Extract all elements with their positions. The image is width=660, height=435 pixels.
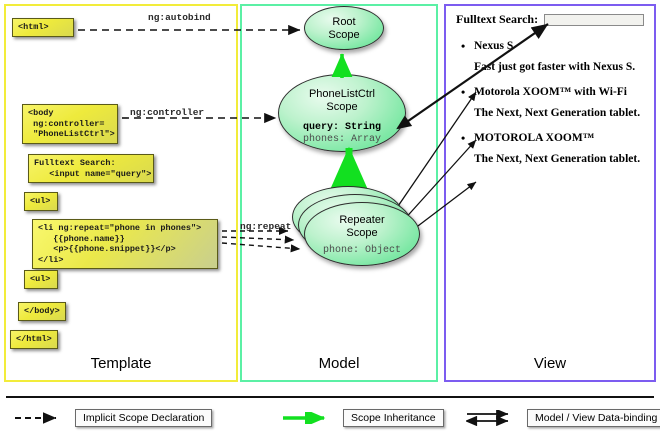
list-item-snippet: The Next, Next Generation tablet.	[474, 107, 641, 119]
phonelistctrl-scope-title-line1: PhoneListCtrl	[308, 88, 376, 100]
repeater-scope-title-line1: Repeater	[339, 214, 385, 226]
html-close-box: </html>	[10, 330, 58, 349]
repeater-scope-prop-phone: phone: Object	[322, 245, 401, 256]
list-item: Nexus S	[452, 39, 648, 54]
view-search-row: Fulltext Search:	[452, 12, 648, 27]
legend-green-arrow-icon	[283, 412, 326, 424]
phonelistctrl-scope-prop-query: query: String	[302, 122, 381, 133]
ng-autobind-label: ng:autobind	[148, 12, 211, 23]
ng-repeat-label: ng:repeat	[240, 221, 292, 232]
legend-scope-inheritance-label: Scope Inheritance	[343, 409, 444, 427]
body-close-box: </body>	[18, 302, 66, 321]
html-open-box: <html>	[12, 18, 74, 37]
panel-label-view: View	[533, 355, 567, 372]
legend-dashed-arrow-icon	[15, 412, 57, 424]
repeater-scope: Repeater Scope phone: Object	[304, 202, 420, 266]
legend-scope-inheritance: Scope Inheritance	[282, 409, 444, 427]
phone-list: Nexus S Fast just got faster with Nexus …	[452, 39, 648, 165]
body-controller-box: <body ng:controller= "PhoneListCtrl">	[22, 104, 118, 144]
search-input[interactable]	[544, 13, 645, 26]
ul-open-box: <ul>	[24, 192, 58, 211]
panel-label-model: Model	[318, 355, 360, 372]
panel-label-template: Template	[90, 355, 152, 372]
repeater-scope-title-line2: Scope	[346, 227, 378, 239]
li-repeat-box: <li ng:repeat="phone in phones"> {{phone…	[32, 219, 218, 269]
fulltext-search-label: Fulltext Search:	[456, 12, 539, 26]
list-item: Motorola XOOM™ with Wi-Fi	[452, 85, 648, 100]
ul-close-box: <ul>	[24, 270, 58, 289]
legend: Implicit Scope Declaration Scope Inherit…	[0, 396, 660, 435]
legend-implicit-scope-declaration-label: Implicit Scope Declaration	[75, 409, 213, 427]
list-item-snippet: Fast just got faster with Nexus S.	[474, 61, 636, 73]
list-item: MOTOROLA XOOM™	[452, 131, 648, 146]
root-scope-title-line2: Scope	[328, 29, 360, 41]
legend-model-view-data-binding: Model / View Data-binding	[466, 409, 660, 427]
phonelistctrl-scope: PhoneListCtrl Scope query: String phones…	[278, 74, 406, 152]
view-content: Fulltext Search: Nexus S Fast just got f…	[452, 12, 648, 165]
root-scope-title-line1: Root	[332, 16, 356, 28]
legend-model-view-data-binding-label: Model / View Data-binding	[527, 409, 660, 427]
legend-double-arrow-icon	[466, 410, 509, 426]
list-item-snippet: The Next, Next Generation tablet.	[474, 153, 641, 165]
fulltext-search-input-box: Fulltext Search: <input name="query">	[28, 154, 154, 183]
legend-implicit-scope-declaration: Implicit Scope Declaration	[14, 409, 213, 427]
phonelistctrl-scope-title-line2: Scope	[326, 101, 358, 113]
root-scope: Root Scope	[304, 6, 384, 50]
ng-controller-label: ng:controller	[130, 107, 205, 118]
phonelistctrl-scope-prop-phones: phones: Array	[302, 134, 381, 145]
legend-divider	[6, 396, 654, 398]
